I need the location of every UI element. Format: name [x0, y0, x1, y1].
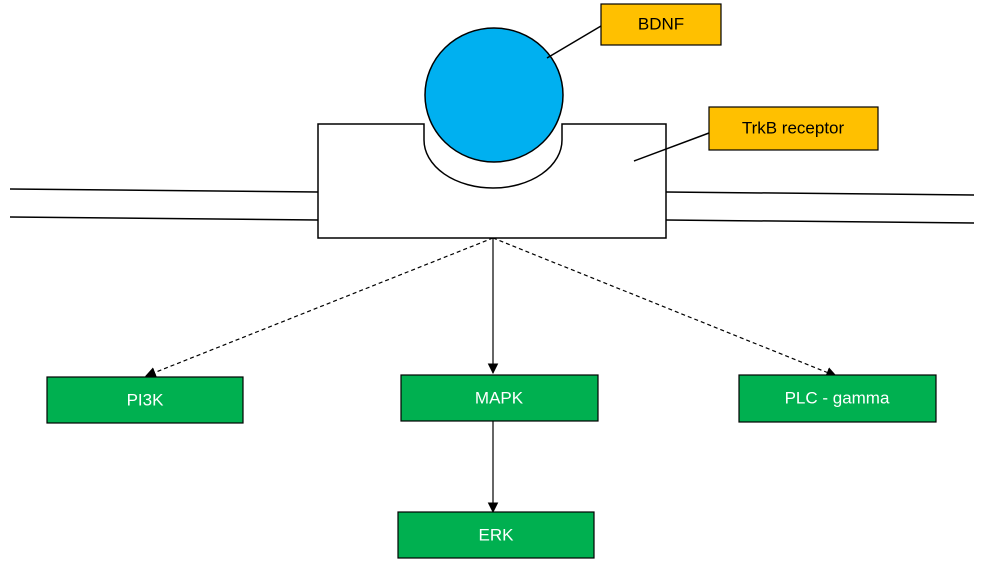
pi3k-label: PI3K	[127, 390, 165, 409]
membrane-left-upper-line	[9, 188, 319, 193]
trkb-receptor-shape	[317, 123, 667, 239]
erk-box: ERK	[397, 511, 595, 559]
erk-label: ERK	[479, 525, 515, 544]
bdnf-ligand-circle	[424, 27, 564, 163]
cell-membrane	[9, 188, 975, 224]
trkb-receptor-label-box: TrkB receptor	[708, 106, 879, 151]
membrane-right-upper-line	[665, 191, 975, 196]
membrane-right-lower-line	[665, 219, 975, 224]
pi3k-box: PI3K	[46, 376, 244, 424]
plc-gamma-box: PLC - gamma	[738, 374, 937, 423]
mapk-box: MAPK	[400, 374, 599, 422]
trkb-receptor-label: TrkB receptor	[742, 118, 845, 137]
plc-gamma-label: PLC - gamma	[785, 388, 890, 407]
receptor-callout-line	[633, 132, 710, 162]
bdnf-callout-line	[546, 25, 602, 59]
bdnf-label: BDNF	[638, 14, 684, 33]
arrow-to-plc-gamma	[492, 237, 838, 378]
mapk-label: MAPK	[475, 388, 524, 407]
arrow-to-pi3k	[144, 237, 494, 378]
signaling-arrows	[144, 237, 838, 514]
membrane-left-lower-line	[9, 216, 319, 221]
bdnf-label-box: BDNF	[600, 3, 722, 46]
